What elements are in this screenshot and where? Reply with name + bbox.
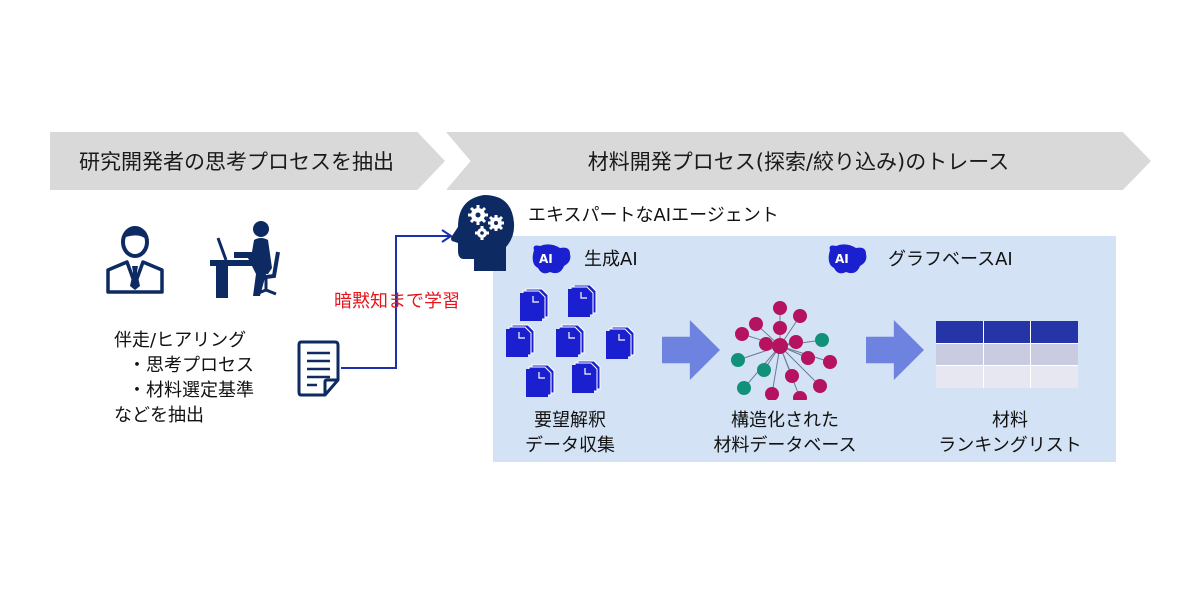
agent-title: エキスパートなAIエージェント bbox=[528, 205, 779, 226]
step2-label: 材料開発プロセス(探索/絞り込み)のトレース bbox=[587, 150, 1010, 174]
person-at-desk-icon bbox=[210, 221, 280, 298]
graph-node bbox=[773, 301, 787, 315]
table-cell bbox=[1031, 366, 1078, 388]
graph-node bbox=[765, 387, 779, 400]
graph-hub-node bbox=[772, 338, 788, 354]
business-person-icon bbox=[106, 226, 164, 294]
stage-caption-database: 構造化された 材料データベース bbox=[700, 408, 870, 458]
step-chevron-trace: 材料開発プロセス(探索/絞り込み)のトレース bbox=[446, 132, 1151, 190]
graph-node bbox=[757, 363, 771, 377]
flow-connector-arrow bbox=[341, 229, 453, 369]
graph-node bbox=[789, 335, 803, 349]
graph-edge bbox=[779, 345, 821, 387]
generative-ai-label: 生成AI bbox=[584, 249, 638, 270]
graph-node bbox=[801, 351, 815, 365]
table-header-cell bbox=[936, 321, 983, 343]
interview-line: 伴走/ヒアリング bbox=[114, 330, 247, 351]
graph-node bbox=[735, 327, 749, 341]
document-stack bbox=[506, 324, 535, 357]
step1-label: 研究開発者の思考プロセスを抽出 bbox=[79, 150, 394, 174]
graph-node bbox=[731, 353, 745, 367]
caption-line: 構造化された bbox=[731, 410, 839, 431]
table-cell bbox=[983, 343, 1031, 366]
graph-edge bbox=[771, 345, 781, 395]
table-cell bbox=[1031, 343, 1078, 366]
stage-caption-ranking: 材料 ランキングリスト bbox=[930, 408, 1090, 458]
graph-node bbox=[813, 379, 827, 393]
ai-badge-text: AI bbox=[539, 252, 553, 266]
graph-node bbox=[749, 317, 763, 331]
interview-line: などを抽出 bbox=[114, 405, 204, 426]
document-stack bbox=[520, 288, 549, 321]
graph-ai-label: グラフベースAI bbox=[888, 249, 1013, 270]
document-stack bbox=[606, 326, 635, 359]
caption-line: 材料 bbox=[992, 410, 1028, 431]
graph-node bbox=[793, 309, 807, 323]
brain-gears-head-icon bbox=[451, 195, 515, 271]
table-header-cell bbox=[1031, 321, 1078, 343]
table-header-cell bbox=[983, 321, 1031, 343]
tacit-knowledge-label: 暗黙知まで学習 bbox=[334, 291, 460, 312]
caption-line: 要望解釈 bbox=[534, 410, 606, 431]
ai-badge-text: AI bbox=[835, 252, 849, 266]
table-cell bbox=[936, 366, 983, 388]
caption-line: 材料データベース bbox=[713, 435, 857, 456]
document-icon bbox=[297, 340, 340, 397]
ai-badge-icon: AI bbox=[826, 244, 868, 276]
step-chevron-extract: 研究開発者の思考プロセスを抽出 bbox=[50, 132, 445, 190]
document-stack bbox=[572, 360, 601, 393]
graph-node bbox=[737, 381, 751, 395]
caption-line: ランキングリスト bbox=[938, 435, 1082, 456]
graph-node bbox=[785, 369, 799, 383]
stage-caption-collection: 要望解釈 データ収集 bbox=[520, 408, 620, 458]
graph-node bbox=[815, 333, 829, 347]
ai-badge-icon: AI bbox=[530, 244, 572, 276]
graph-node bbox=[773, 321, 787, 335]
interview-line: ・材料選定基準 bbox=[128, 380, 254, 401]
document-stack bbox=[526, 364, 555, 397]
table-cell bbox=[983, 366, 1031, 388]
interview-text-block: 伴走/ヒアリング ・思考プロセス ・材料選定基準 などを抽出 bbox=[114, 328, 254, 428]
document-stack bbox=[568, 285, 597, 317]
graph-node bbox=[793, 391, 807, 400]
interview-line: ・思考プロセス bbox=[128, 355, 254, 376]
document-stack bbox=[556, 324, 585, 357]
table-icon bbox=[936, 321, 1078, 388]
caption-line: データ収集 bbox=[525, 435, 615, 456]
table-cell bbox=[936, 343, 983, 366]
graph-node bbox=[759, 337, 773, 351]
document-stack-icon bbox=[506, 285, 635, 397]
network-graph-icon bbox=[731, 301, 837, 400]
graph-node bbox=[823, 355, 837, 369]
